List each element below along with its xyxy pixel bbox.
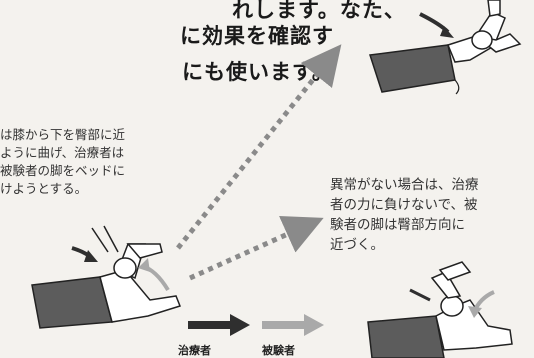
left-line-1: は膝から下を臀部に近 bbox=[0, 127, 126, 142]
title-line-1: れします。なた、 bbox=[232, 0, 406, 22]
legend-subject-label: 被験者 bbox=[262, 344, 295, 357]
right-line-4: 近づく。 bbox=[330, 237, 384, 253]
left-description: は膝から下を臀部に近 ように曲げ、治療者は 被験者の脚をベッドに けようとする。 bbox=[0, 126, 125, 198]
left-line-4: けようとする。 bbox=[0, 181, 88, 196]
title-line-2: に効果を確認す bbox=[180, 24, 334, 48]
right-line-3: 験者の脚は臀部方向に bbox=[330, 217, 465, 233]
figure-bottom-left bbox=[31, 225, 181, 329]
dotted-arrow-lower bbox=[188, 216, 324, 281]
right-line-1: 異常がない場合は、治療 bbox=[330, 177, 479, 193]
left-line-3: 被験者の脚をベッドに bbox=[0, 163, 126, 178]
legend-therapist-label: 治療者 bbox=[178, 344, 211, 357]
right-line-2: 者の力に負けないで、被 bbox=[330, 197, 478, 213]
figure-top-right bbox=[369, 0, 522, 95]
legend-therapist-arrow bbox=[188, 314, 250, 336]
dotted-arrow-upper bbox=[176, 44, 342, 250]
legend-subject-arrow bbox=[262, 314, 324, 336]
right-description: 異常がない場合は、治療 者の力に負けないで、被 験者の脚は臀部方向に 近づく。 bbox=[330, 175, 479, 255]
left-line-2: ように曲げ、治療者は bbox=[0, 145, 125, 160]
figure-bottom-right bbox=[367, 261, 513, 358]
